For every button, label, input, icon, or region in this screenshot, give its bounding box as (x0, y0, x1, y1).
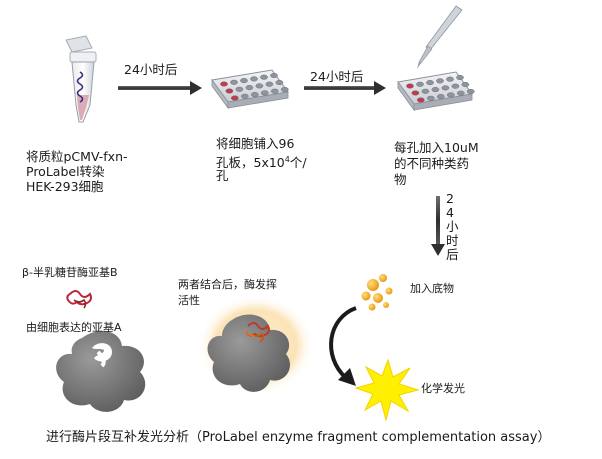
arrow-3-char: 时 (446, 233, 459, 248)
plate-well (466, 88, 475, 95)
arrow-1 (118, 81, 202, 95)
combine-line: 活性 (178, 294, 200, 307)
plate-well (421, 88, 430, 94)
curved-arrow (329, 306, 357, 386)
figure-caption: 进行酶片段互补发光分析（ProLabel enzyme fragment com… (46, 430, 551, 445)
plate-well (235, 86, 244, 92)
substrate-label: 加入底物 (410, 282, 454, 295)
step-3-line: 物 (394, 172, 407, 187)
step-2-text-part: 孔板，5x10 (216, 155, 285, 171)
plate-well (416, 97, 425, 103)
plate-well (426, 80, 434, 86)
plate-well (250, 92, 259, 98)
plate-well (436, 94, 445, 100)
combine-line: 两者结合后，酶发挥 (178, 278, 277, 291)
plate-well (446, 92, 455, 98)
step-3-line: 每孔加入10uM (394, 140, 479, 155)
plate-well (270, 88, 279, 94)
step-1-line: HEK-293细胞 (26, 179, 104, 194)
plate-well (250, 76, 258, 82)
subunit-b-icon (66, 290, 92, 309)
arrow-3-char: 2 (446, 191, 454, 206)
plate-well (456, 90, 465, 96)
step-1-line: ProLabel转染 (26, 164, 105, 179)
plate-well (431, 87, 440, 93)
subunit-a-cell-icon (56, 331, 146, 412)
step-1-line: 将质粒pCMV-fxn- (26, 149, 128, 164)
plate-well (255, 83, 264, 89)
luminescence-star-icon (352, 352, 424, 424)
arrow-3-char: 4 (446, 205, 454, 220)
arrow-3-char: 小 (446, 219, 459, 234)
arrow-3-char: 后 (446, 247, 459, 262)
combined-cell-icon (198, 295, 314, 395)
plate-well (230, 95, 239, 101)
plate-well (406, 83, 414, 89)
plate-well (275, 79, 284, 86)
arrow-2-label: 24小时后 (310, 69, 364, 84)
plate-well (456, 74, 464, 81)
arrow-1-label: 24小时后 (124, 62, 178, 77)
step-3-line: 的不同种类药 (394, 156, 470, 171)
subunit-a-label: 由细胞表达的亚基A (26, 321, 122, 334)
plate-well (225, 88, 234, 94)
plate-well (270, 72, 278, 79)
plate-well (265, 81, 274, 87)
plate-well (240, 78, 248, 84)
well-plate-drug-icon (397, 71, 475, 112)
luminescence-label: 化学发光 (421, 382, 465, 395)
plate-well (441, 85, 450, 91)
arrow-2 (304, 81, 386, 95)
plate-well (451, 83, 460, 89)
plate-well (240, 93, 249, 99)
plate-well (461, 81, 470, 88)
subunit-b-label: β-半乳糖苷酶亚基B (22, 266, 118, 279)
plate-well (230, 79, 238, 85)
plate-well (446, 76, 454, 82)
plate-well (260, 90, 269, 96)
plate-well (220, 81, 228, 87)
step-2-line: 将细胞铺入96 (216, 136, 295, 151)
substrate-balls-icon (361, 274, 393, 311)
well-plate-icon (211, 69, 289, 110)
step-2-line: 孔板，5x104个/ (216, 153, 307, 170)
arrow-3 (431, 196, 445, 256)
plate-well (416, 81, 424, 87)
plate-well (280, 86, 289, 93)
step-2-line: 孔 (216, 168, 229, 183)
step-2-text-part: 个/ (289, 155, 307, 171)
plate-well (426, 95, 435, 101)
plate-well (245, 85, 254, 91)
plate-well (260, 74, 268, 80)
pipette-icon (417, 5, 463, 69)
plate-well (436, 78, 444, 84)
tube-icon (65, 35, 97, 123)
step-2-superscript: 4 (284, 155, 290, 164)
plate-well (411, 90, 420, 96)
